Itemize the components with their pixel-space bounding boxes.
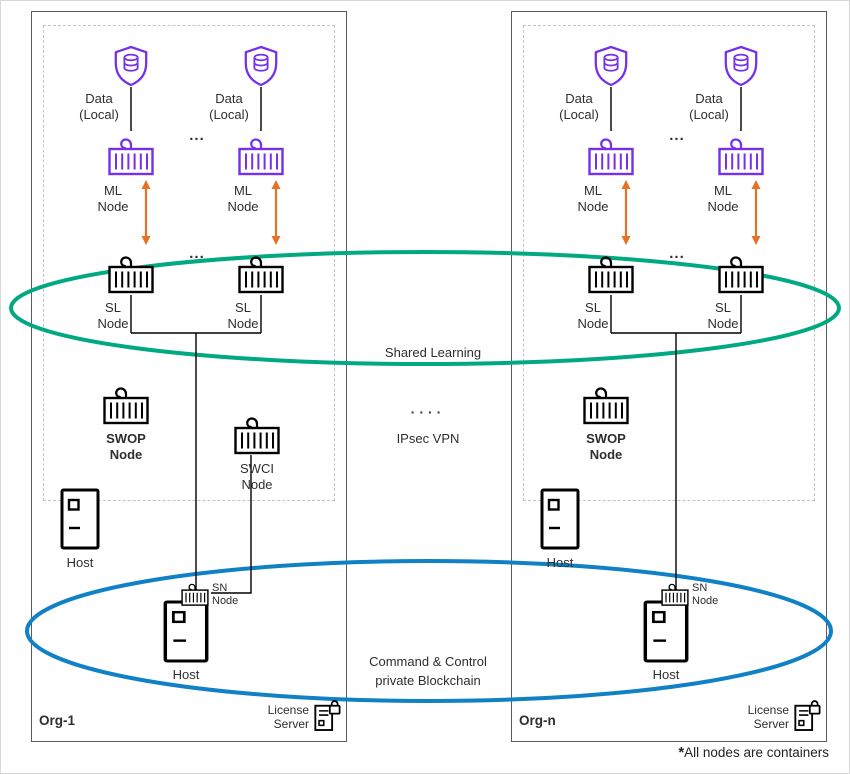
- data-shield-icon: [592, 45, 630, 87]
- sn-host-icon: [643, 600, 689, 663]
- sn-host-label: Host: [652, 667, 680, 682]
- footnote: *All nodes are containers: [596, 744, 829, 761]
- sl-node-container-icon: [716, 247, 766, 295]
- swop-node-container-icon: [581, 378, 631, 426]
- org1-label: Org-1: [39, 713, 76, 728]
- swci-node-container-icon: [232, 408, 282, 456]
- data-local-label: Data(Local): [209, 91, 249, 122]
- host-icon: [60, 488, 100, 550]
- license-server-icon: [313, 699, 341, 733]
- ml-nodes-ellipsis: ...: [189, 127, 205, 144]
- sl-node-container-icon: [106, 247, 156, 295]
- org2-label: Org-n: [519, 713, 556, 728]
- host-icon: [540, 488, 580, 550]
- sl-node-container-icon: [586, 247, 636, 295]
- data-local-label: Data(Local): [559, 91, 599, 122]
- sn-node-container-icon: [660, 578, 690, 607]
- sl-nodes-ellipsis: ...: [189, 245, 205, 262]
- ipsec-vpn-dots: ····: [410, 404, 446, 420]
- data-local-label: Data(Local): [689, 91, 729, 122]
- org1-boundary: [31, 11, 347, 742]
- sn-host-label: Host: [172, 667, 200, 682]
- shared-learning-label: Shared Learning: [384, 345, 482, 360]
- license-server-icon: [793, 699, 821, 733]
- sn-node-container-icon: [180, 578, 210, 607]
- footnote-text: All nodes are containers: [684, 745, 829, 760]
- ml-node-container-icon: [586, 129, 636, 177]
- sl-node-container-icon: [236, 247, 286, 295]
- data-shield-icon: [112, 45, 150, 87]
- data-local-label: Data(Local): [79, 91, 119, 122]
- host-label: Host: [546, 555, 574, 570]
- sl-nodes-ellipsis: ...: [669, 245, 685, 262]
- sn-host-icon: [163, 600, 209, 663]
- ipsec-vpn-label: IPsec VPN: [396, 431, 460, 446]
- ml-nodes-ellipsis: ...: [669, 127, 685, 144]
- host-label: Host: [66, 555, 94, 570]
- ml-node-container-icon: [236, 129, 286, 177]
- ml-node-container-icon: [716, 129, 766, 177]
- data-shield-icon: [242, 45, 280, 87]
- org2-boundary: [511, 11, 827, 742]
- footnote-asterisk: *: [678, 744, 685, 761]
- data-shield-icon: [722, 45, 760, 87]
- ml-node-container-icon: [106, 129, 156, 177]
- swop-node-container-icon: [101, 378, 151, 426]
